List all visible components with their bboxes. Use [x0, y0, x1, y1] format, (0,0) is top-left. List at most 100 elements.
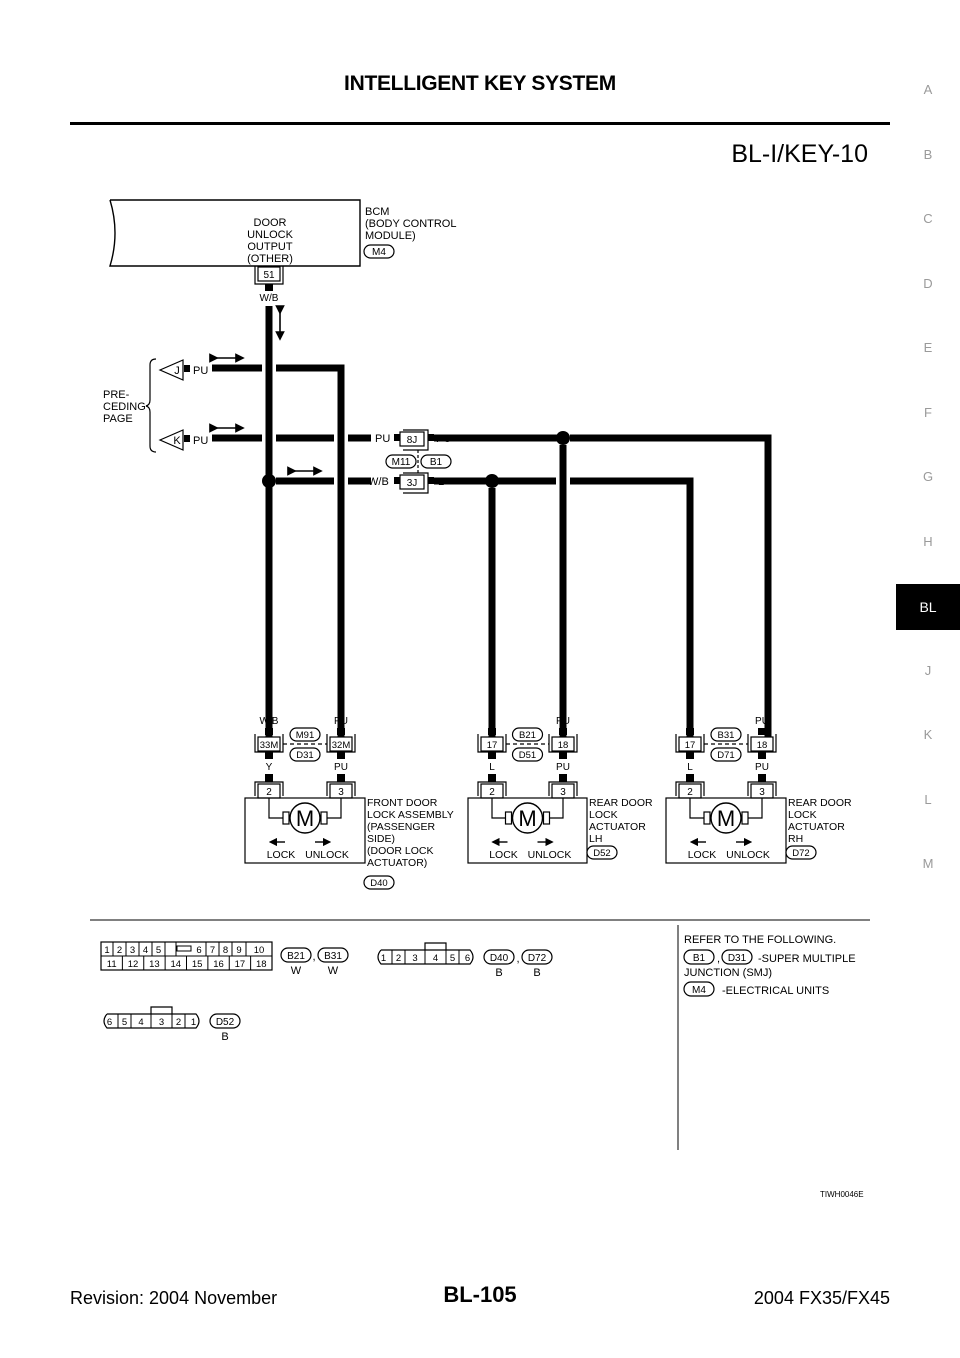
junction-connector-badge — [289, 727, 321, 742]
pin-number: 3 — [159, 1017, 164, 1028]
actuator-name-line: LH — [589, 833, 602, 845]
actuator-pin-label: 2 — [266, 787, 272, 798]
wire-color-label: PU — [556, 716, 570, 727]
wire-color-label: PU — [556, 762, 570, 773]
junction-connector-id: D31 — [296, 750, 313, 761]
side-tab-g[interactable]: G — [922, 469, 934, 484]
side-tab-j[interactable]: J — [924, 662, 932, 678]
bcm-func-3: (OTHER) — [247, 253, 293, 265]
reference-badge — [683, 981, 715, 997]
side-tab-a[interactable]: A — [923, 82, 933, 97]
junction-connector-badge — [511, 727, 544, 742]
side-tab-d[interactable]: D — [923, 275, 933, 291]
side-tab-e[interactable]: E — [923, 340, 933, 355]
connector-color: B — [495, 967, 502, 979]
motor-icon — [289, 802, 321, 834]
actuator-pin-label: 2 — [687, 787, 693, 798]
ref-j-wire: PU — [193, 365, 208, 377]
wire-color-label: L — [489, 716, 495, 727]
pin-number: 2 — [176, 1017, 181, 1028]
actuator-name-line: (DOOR LOCK — [367, 845, 434, 857]
wire-j-pu-b — [276, 364, 345, 740]
reference-badge — [721, 949, 753, 965]
actuator-pin-label: 3 — [759, 787, 765, 798]
bcm-wire-color: W/B — [260, 293, 279, 304]
pin-number: 4 — [138, 1017, 143, 1028]
reference-badge — [683, 949, 715, 965]
actuator-name-line: ACTUATOR — [589, 821, 646, 833]
pin-number: 17 — [235, 959, 246, 970]
header-rule — [70, 122, 890, 125]
wires — [212, 306, 772, 740]
actuator-connector-badge — [586, 845, 618, 860]
bcm-func-1: UNLOCK — [247, 229, 294, 241]
side-tab-k[interactable]: K — [923, 727, 933, 742]
pin-number: 6 — [196, 945, 201, 956]
side-tab-b[interactable]: B — [923, 146, 933, 162]
pin-number: 10 — [254, 945, 265, 956]
bcm-func-2: OUTPUT — [247, 241, 293, 253]
pin-number: 15 — [192, 959, 203, 970]
side-tab-h[interactable]: H — [923, 533, 933, 549]
side-tab-bl[interactable]: BL — [896, 584, 960, 630]
reference-smj-1: D31 — [728, 953, 747, 964]
wire-color-label: L — [687, 716, 693, 727]
junction-connector-id: B31 — [718, 730, 735, 741]
smj-upper-terminal-label: 8J — [407, 435, 418, 446]
connector-id: D52 — [216, 1017, 235, 1028]
preceding-page-refs: PRE- CEDING PAGE J PU K PU — [103, 358, 208, 453]
reference-block: REFER TO THE FOLLOWING. B1 , D31 -SUPER … — [683, 934, 856, 997]
actuator-connector-badge — [785, 845, 817, 860]
junction-connector-badge — [289, 747, 321, 762]
lock-label: LOCK — [489, 849, 518, 861]
actuator-name-line: (PASSENGER — [367, 821, 435, 833]
junction-connector-id: B21 — [519, 730, 536, 741]
bcm-box — [109, 199, 361, 267]
connector-color: B — [221, 1031, 228, 1043]
actuator-name-line: LOCK ASSEMBLY — [367, 809, 454, 821]
smj-junction: PU 8J PU M11 B1 W/B 3J L — [368, 429, 452, 494]
side-tab-m[interactable]: M — [922, 856, 934, 871]
pin-number: 3 — [412, 953, 417, 964]
smj-lower-terminal-label: 3J — [407, 478, 418, 489]
connector-lock-tab — [424, 942, 447, 950]
pin-number: 13 — [149, 959, 160, 970]
junction-terminal — [329, 736, 353, 752]
actuator-name-line: REAR DOOR — [788, 797, 852, 809]
footer-page-number: BL-105 — [443, 1282, 517, 1307]
pin-number: 11 — [107, 959, 117, 970]
actuator-body — [665, 797, 787, 864]
junction-terminal-label: 18 — [558, 740, 569, 751]
actuator-name-line: ACTUATOR) — [367, 857, 427, 869]
actuator-name-line: LOCK — [788, 809, 817, 821]
wire-color-label: PU — [334, 762, 348, 773]
junction-connector-id: D51 — [519, 750, 536, 761]
reference-smj-text-1: -SUPER MULTIPLE — [758, 953, 856, 965]
junction-connector-badge — [511, 747, 544, 762]
connector-id-badge — [317, 947, 349, 963]
junction-terminal — [480, 736, 504, 752]
pin-number: 18 — [256, 959, 267, 970]
wire-color-label: PU — [334, 716, 348, 727]
junction-connector-id: M91 — [296, 730, 314, 741]
junction-connector-id: D71 — [717, 750, 734, 761]
preceding-label-2: PAGE — [103, 413, 133, 425]
side-tab-f[interactable]: F — [924, 404, 932, 420]
comma: , — [312, 951, 315, 963]
smj-lower-terminal — [399, 474, 425, 490]
pin-number: 2 — [396, 953, 401, 964]
pin-number: 12 — [128, 959, 139, 970]
pin-number: 5 — [122, 1017, 127, 1028]
wire-color-label: W/B — [260, 716, 279, 727]
ref-k-letter: K — [173, 435, 181, 447]
smj-connector-0: M11 — [392, 457, 411, 468]
actuator-name-line: RH — [788, 833, 803, 845]
side-tab-l[interactable]: L — [924, 791, 932, 807]
wire-color-label: Y — [266, 762, 273, 773]
pin-number: 1 — [191, 1017, 196, 1028]
junction-terminal — [257, 736, 281, 752]
pin-number: 5 — [156, 945, 161, 956]
side-tab-c[interactable]: C — [923, 211, 933, 226]
connector-id: D40 — [490, 953, 509, 964]
